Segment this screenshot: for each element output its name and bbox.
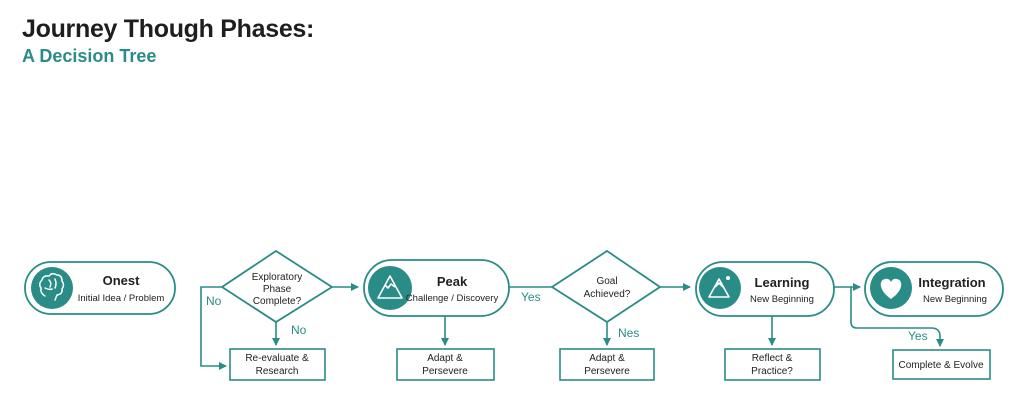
action-adapt-2: Adapt & Persevere bbox=[559, 348, 655, 381]
page-subtitle: A Decision Tree bbox=[22, 46, 157, 66]
node-learning-title: Learning bbox=[755, 275, 810, 290]
action-reflect: Reflect & Practice? bbox=[724, 348, 821, 381]
edge-label-no-left: No bbox=[206, 294, 222, 308]
decision1-line-1: Exploratory bbox=[252, 272, 303, 283]
action-reevaluate: Re-evaluate & Research bbox=[229, 348, 326, 381]
node-integration: Integration New Beginning bbox=[864, 261, 1004, 317]
node-onest-subtitle: Initial Idea / Problem bbox=[78, 293, 165, 304]
decision-goal: Goal Achieved? bbox=[550, 249, 662, 324]
action-adapt1-line-1: Adapt & bbox=[427, 353, 463, 364]
action-adapt1-line-2: Persevere bbox=[422, 366, 468, 377]
mountain-sun-icon bbox=[708, 276, 730, 298]
mountain-icon bbox=[377, 275, 403, 299]
node-peak-subtitle: Challenge / Discovery bbox=[406, 293, 499, 304]
node-onest-title: Onest bbox=[103, 273, 141, 288]
decision2-line-2: Achieved? bbox=[584, 289, 631, 300]
action-reflect-line-2: Practice? bbox=[751, 366, 793, 377]
edge-label-no-down: No bbox=[291, 323, 307, 337]
decision2-line-1: Goal bbox=[596, 276, 617, 287]
node-peak-title: Peak bbox=[437, 274, 468, 289]
page-title: Journey Though Phases: bbox=[22, 15, 315, 43]
node-learning: Learning New Beginning bbox=[695, 261, 835, 317]
brain-icon bbox=[38, 272, 65, 301]
edge-label-yes-integration: Yes bbox=[908, 329, 928, 343]
node-onest: Onest Initial Idea / Problem bbox=[24, 261, 176, 315]
node-peak: Peak Challenge / Discovery bbox=[363, 259, 510, 317]
edge-integration-complete bbox=[850, 287, 944, 347]
node-integration-subtitle: New Beginning bbox=[923, 294, 987, 305]
action-adapt2-line-2: Persevere bbox=[584, 366, 630, 377]
action-reevaluate-line-1: Re-evaluate & bbox=[245, 353, 309, 364]
decision1-line-3: Complete? bbox=[253, 296, 302, 307]
action-reflect-line-1: Reflect & bbox=[752, 353, 793, 364]
action-reevaluate-line-2: Research bbox=[256, 366, 299, 377]
heart-icon bbox=[880, 278, 902, 299]
decision-exploratory: Exploratory Phase Complete? bbox=[220, 249, 334, 324]
decision1-line-2: Phase bbox=[263, 284, 292, 295]
action-complete-line-1: Complete & Evolve bbox=[898, 360, 983, 371]
edge-label-nes-down: Nes bbox=[618, 326, 639, 340]
action-adapt2-line-1: Adapt & bbox=[589, 353, 625, 364]
edge-label-yes-right: Yes bbox=[521, 290, 541, 304]
node-integration-title: Integration bbox=[918, 275, 985, 290]
edge-no-loop bbox=[200, 286, 227, 370]
node-learning-subtitle: New Beginning bbox=[750, 294, 814, 305]
action-complete: Complete & Evolve bbox=[892, 349, 991, 380]
action-adapt-1: Adapt & Persevere bbox=[396, 348, 495, 381]
